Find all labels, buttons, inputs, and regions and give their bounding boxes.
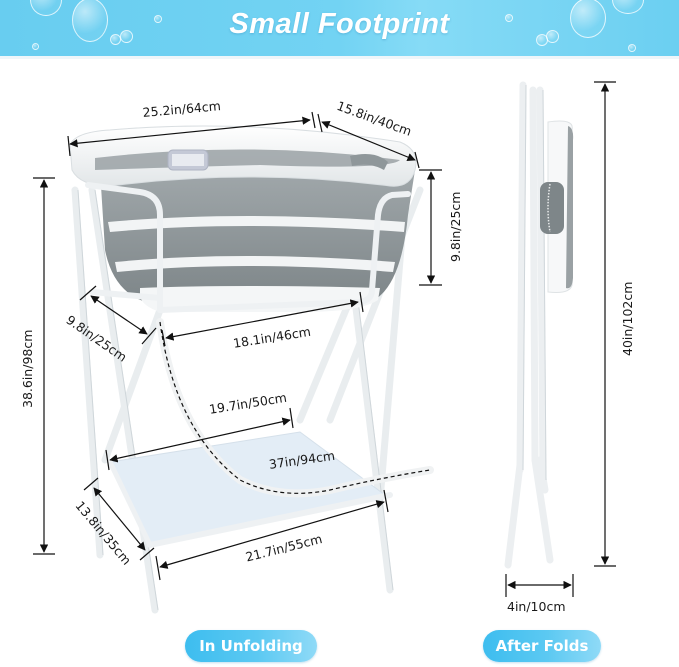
dimension-tub-depth: 9.8in/25cm (448, 191, 463, 262)
bubble-decoration (628, 44, 636, 52)
bubble-decoration (154, 15, 162, 23)
tub-frame (85, 182, 411, 313)
label-in-unfolding: In Unfolding (185, 630, 317, 662)
dimension-total-height: 38.6in/98cm (20, 329, 35, 408)
dimension-folded-height: 40in/102cm (620, 281, 635, 356)
dimension-folded-depth: 4in/10cm (507, 599, 566, 614)
bubble-decoration (505, 14, 513, 22)
header-banner: Small Footprint (0, 0, 679, 56)
bathtub (69, 125, 417, 312)
bubble-decoration (546, 30, 559, 43)
bubble-decoration (72, 0, 108, 42)
label-after-folds: After Folds (483, 630, 601, 662)
bubble-decoration (570, 0, 606, 38)
page-title: Small Footprint (229, 8, 450, 40)
banner-divider (0, 56, 679, 59)
bubble-decoration (32, 43, 39, 50)
folded-stand (504, 81, 574, 569)
bubble-decoration (120, 30, 133, 43)
